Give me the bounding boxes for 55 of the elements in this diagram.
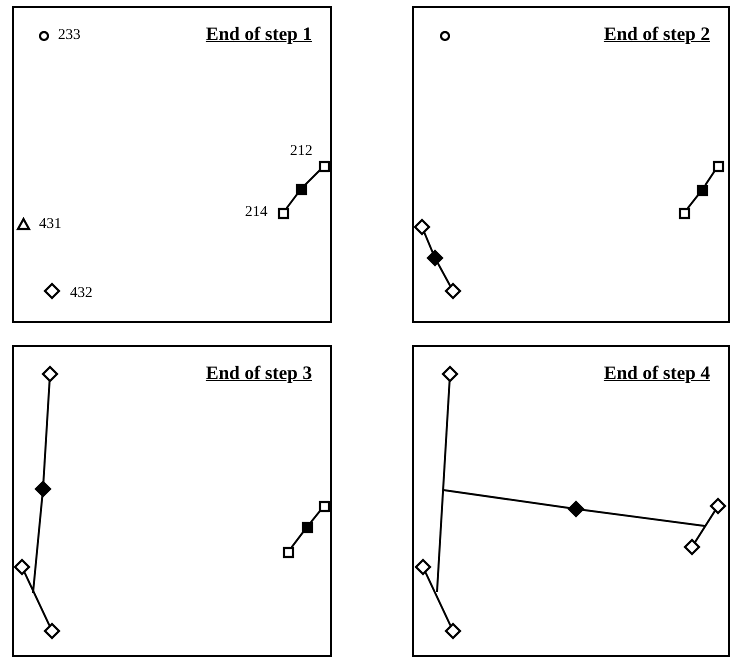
circle-marker xyxy=(38,30,50,42)
point-label: 212 xyxy=(290,144,312,159)
square-marker xyxy=(318,500,330,512)
connector-line xyxy=(304,170,320,186)
filled-diamond-marker xyxy=(35,481,51,497)
panel-title: End of step 4 xyxy=(604,363,710,385)
connector-line xyxy=(436,380,451,592)
connector-line xyxy=(694,510,716,542)
connector-line xyxy=(424,572,452,626)
connector-line xyxy=(24,572,50,626)
connector-line xyxy=(286,193,298,209)
panel-frame xyxy=(12,6,332,323)
diamond-marker xyxy=(44,623,60,639)
panel-frame xyxy=(412,345,730,657)
filled-diamond-marker xyxy=(568,501,584,517)
connector-line xyxy=(290,531,304,548)
connector-line xyxy=(442,489,570,510)
diamond-marker xyxy=(14,559,30,575)
panel-title: End of step 1 xyxy=(206,24,312,46)
diamond-marker xyxy=(445,623,461,639)
filled-square-marker xyxy=(696,184,708,196)
filled-square-marker xyxy=(294,182,308,196)
connector-line xyxy=(423,232,434,253)
diamond-marker xyxy=(42,366,58,382)
connector-line xyxy=(582,508,706,527)
panel-frame xyxy=(412,6,730,323)
point-label: 214 xyxy=(245,205,268,220)
diamond-marker xyxy=(442,366,458,382)
point-label: 431 xyxy=(39,217,62,232)
point-label: 233 xyxy=(58,28,80,43)
square-marker xyxy=(276,206,290,220)
connector-line xyxy=(32,494,44,594)
diamond-marker xyxy=(414,219,430,235)
diamond-marker xyxy=(710,498,726,514)
circle-marker xyxy=(439,30,451,42)
square-marker xyxy=(678,206,690,220)
panel-title: End of step 3 xyxy=(206,363,312,385)
diamond-marker xyxy=(415,559,431,575)
square-marker xyxy=(318,160,330,172)
connector-line xyxy=(42,380,51,484)
panel-title: End of step 2 xyxy=(604,24,710,46)
connector-line xyxy=(437,262,451,286)
square-marker xyxy=(282,546,294,558)
connector-line xyxy=(310,510,321,523)
diamond-marker xyxy=(684,539,700,555)
diamond-marker xyxy=(44,283,60,299)
triangle-marker xyxy=(16,218,30,230)
diamond-marker xyxy=(445,283,461,299)
point-label: 432 xyxy=(70,286,92,301)
panel-frame xyxy=(12,345,332,657)
connector-line xyxy=(704,170,716,186)
filled-diamond-marker xyxy=(427,250,443,266)
connector-line xyxy=(686,194,700,209)
filled-square-marker xyxy=(300,520,314,534)
square-marker xyxy=(712,160,724,172)
